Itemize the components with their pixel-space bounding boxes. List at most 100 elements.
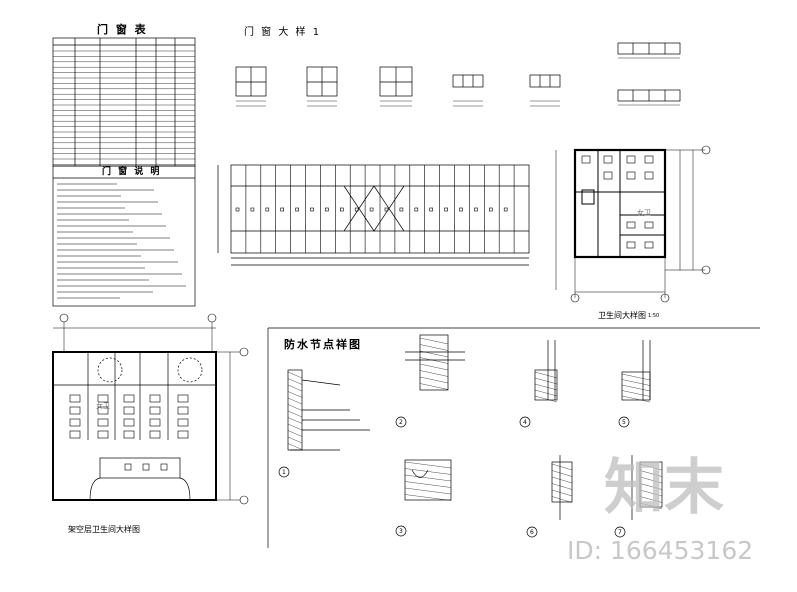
toilet-fixture: [97, 394, 109, 403]
hatch: [551, 470, 573, 477]
toilet-fixture: [123, 406, 135, 415]
toilet-plan-title: 卫生间大样图: [598, 311, 646, 320]
hatch: [287, 410, 303, 418]
handle-mark: [444, 207, 448, 212]
waterproof-details-title: 防水节点祥图: [284, 338, 362, 351]
handle-mark: [295, 207, 299, 212]
detail-4: [519, 340, 558, 428]
room-label-women-upper: 女卫: [637, 209, 651, 217]
hatch: [287, 417, 303, 424]
handle-mark: [384, 207, 389, 212]
hatch: [639, 502, 663, 510]
toilet-fixture: [149, 430, 161, 439]
toilet-fixture: [644, 171, 654, 180]
handle-mark: [414, 207, 419, 212]
callout-3: 3: [399, 528, 403, 535]
toilet-fixture: [603, 155, 613, 164]
toilet-plan-scale: 1:50: [648, 313, 660, 319]
toilet-fixture: [123, 418, 135, 427]
hatch: [419, 363, 449, 371]
door-window-notes-title: 门 窗 说 明: [102, 167, 162, 177]
hatch: [621, 395, 651, 403]
hatch: [419, 383, 449, 390]
handle-mark: [325, 207, 329, 212]
hatch: [287, 423, 303, 431]
toilet-fixture: [149, 394, 161, 403]
detail-6: [526, 455, 573, 538]
callout-4: 4: [523, 419, 527, 426]
toilet-fixture: [149, 406, 161, 415]
detail-1: [278, 369, 370, 478]
handle-mark: [235, 207, 240, 212]
hatch: [534, 383, 558, 391]
hatch: [287, 436, 303, 444]
toilet-fixture: [177, 406, 189, 415]
basin: [160, 463, 168, 471]
toilet-fixture: [603, 171, 613, 180]
urinal-fixture: [644, 241, 654, 249]
hatch: [534, 371, 558, 379]
toilet-fixture: [69, 406, 81, 415]
door-window-table-title: 门 窗 表: [97, 23, 148, 36]
hatch: [639, 483, 663, 490]
toilet-fixture: [626, 171, 636, 180]
detail-2: [395, 334, 465, 428]
handle-mark: [265, 207, 270, 212]
hatch: [639, 496, 663, 503]
detail-5: [618, 340, 651, 428]
hatch: [621, 390, 651, 397]
callout-1: 1: [282, 469, 286, 476]
handle-mark: [310, 207, 314, 212]
callout-2: 2: [399, 419, 403, 426]
hatch: [534, 377, 558, 385]
toilet-fixture: [581, 155, 591, 164]
hatch: [551, 483, 573, 490]
handle-mark: [339, 207, 344, 212]
hatch: [551, 476, 573, 484]
callout-5: 5: [622, 419, 626, 426]
urinal-fixture: [626, 221, 636, 229]
handle-mark: [399, 207, 404, 212]
hatch: [404, 468, 452, 475]
hatch: [419, 337, 449, 345]
detail-7: [614, 455, 663, 538]
ground-toilet-title: 架空层卫生间大样图: [68, 525, 140, 534]
hatch: [287, 384, 303, 392]
basin: [124, 463, 132, 471]
toilet-fixture: [149, 418, 161, 427]
handle-mark: [250, 207, 255, 212]
toilet-plan-upper: [555, 145, 711, 303]
hatch: [419, 370, 449, 377]
curtain-wall-elevation: [217, 164, 530, 266]
hatch: [404, 474, 452, 482]
toilet-fixture: [626, 155, 636, 164]
hatch: [639, 463, 663, 471]
hatch: [419, 350, 449, 358]
urinal-fixture: [644, 221, 654, 229]
hatch: [639, 476, 663, 484]
notes-box: [52, 165, 196, 307]
door-window-table: [52, 37, 196, 167]
toilet-fixture: [177, 394, 189, 403]
toilet-fixture: [69, 394, 81, 403]
hatch: [551, 463, 573, 471]
waterproof-panel: [267, 327, 760, 548]
hatch: [404, 461, 452, 469]
toilet-fixture: [97, 430, 109, 439]
hatch: [404, 494, 452, 501]
toilet-fixture: [644, 155, 654, 164]
toilet-fixture: [97, 406, 109, 415]
handle-mark: [354, 207, 359, 212]
hatch: [419, 344, 449, 351]
door-window-details-title: 门 窗 大 样 1: [244, 27, 322, 38]
watermark-id: ID: 166453162: [567, 536, 754, 565]
ground-toilet-plan: [52, 313, 249, 505]
toilet-fixture: [123, 430, 135, 439]
hatch: [287, 443, 303, 450]
toilet-fixture: [177, 430, 189, 439]
handle-mark: [474, 207, 478, 212]
callout-6: 6: [530, 529, 534, 536]
handle-mark: [429, 207, 434, 212]
hatch: [287, 397, 303, 405]
